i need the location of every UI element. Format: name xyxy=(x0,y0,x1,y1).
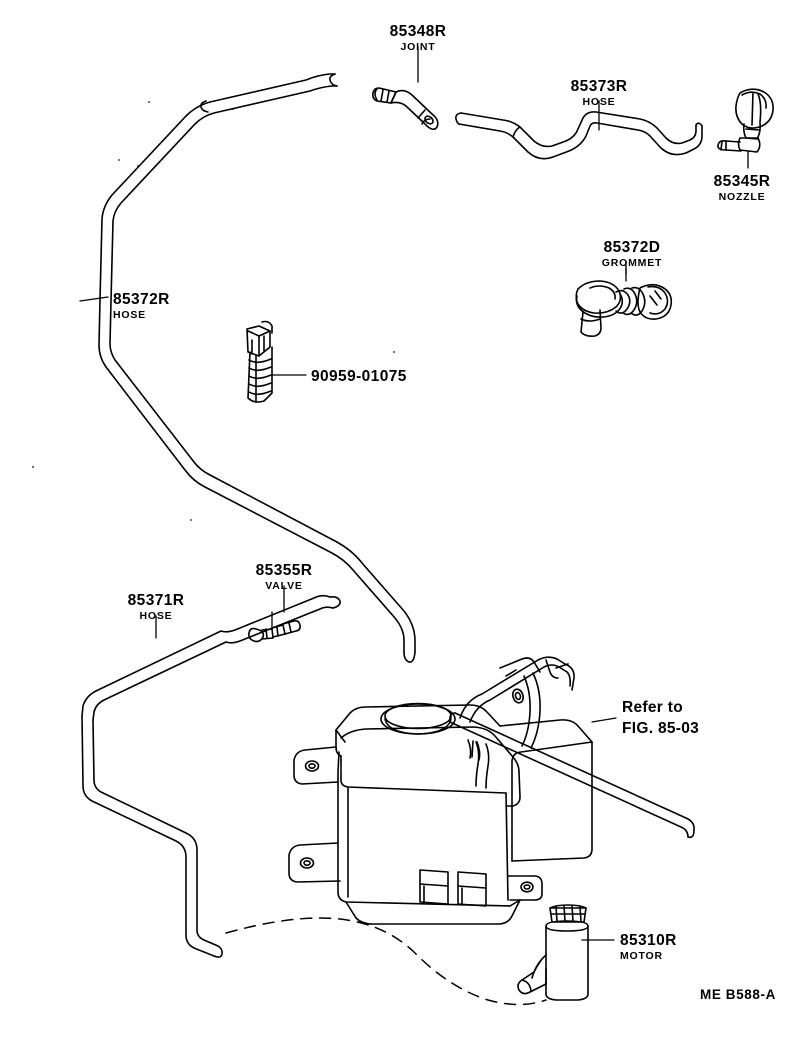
nozzle-shape xyxy=(717,88,774,164)
scan-speck xyxy=(148,101,150,103)
motor-dashed-path xyxy=(225,917,547,1006)
part-name: NOZZLE xyxy=(718,190,766,203)
part-label-85355r: 85355R VALVE xyxy=(256,563,313,591)
scan-speck xyxy=(393,351,395,353)
part-name: JOINT xyxy=(400,40,436,53)
part-label-85373r: 85373R HOSE xyxy=(571,79,628,107)
part-label-90959-01075: 90959-01075 xyxy=(311,369,407,385)
hose-85371r-shape xyxy=(81,594,341,958)
motor-shape xyxy=(517,904,589,1001)
scan-speck xyxy=(232,108,234,110)
part-number: 90959-01075 xyxy=(311,368,407,385)
clip-shape xyxy=(246,320,273,403)
part-label-85310r: 85310R MOTOR xyxy=(620,933,677,961)
scan-speck xyxy=(137,165,139,167)
part-number: 85372D xyxy=(603,239,661,256)
scan-speck xyxy=(190,519,192,521)
tank-outlet-hose-shape xyxy=(449,712,695,839)
hose-85373r-shape xyxy=(455,111,703,160)
leader-lines xyxy=(79,46,749,941)
part-number: 85310R xyxy=(620,932,677,949)
part-name: HOSE xyxy=(139,609,173,622)
part-label-85372d: 85372D GROMMET xyxy=(602,240,662,268)
part-name: HOSE xyxy=(582,95,616,108)
part-label-85345r: 85345R NOZZLE xyxy=(714,174,771,202)
part-number: 85348R xyxy=(389,23,447,40)
part-number: 85371R xyxy=(127,592,185,609)
scan-speck xyxy=(32,466,34,468)
part-name: HOSE xyxy=(113,308,146,321)
part-number: 85373R xyxy=(570,78,628,95)
part-name: MOTOR xyxy=(620,949,663,962)
washer-tank-shape xyxy=(288,656,593,925)
refer-line-1: Refer to xyxy=(622,699,683,716)
grommet-shape xyxy=(575,267,673,337)
part-number: 85345R xyxy=(713,173,771,190)
scan-speck xyxy=(118,159,120,161)
hose-85372r-shape xyxy=(98,73,416,663)
part-name: GROMMET xyxy=(601,256,663,269)
part-name: VALVE xyxy=(265,579,303,592)
part-label-85371r: 85371R HOSE xyxy=(128,593,185,621)
part-label-85372r: 85372R HOSE xyxy=(113,292,170,320)
refer-line-2: FIG. 85-03 xyxy=(622,719,700,737)
part-number: 85355R xyxy=(255,562,313,579)
part-label-85348r: 85348R JOINT xyxy=(390,24,447,52)
refer-to-note: Refer to FIG. 85-03 xyxy=(622,698,699,740)
hose-85372r-break-segment xyxy=(200,100,209,113)
part-number: 85372R xyxy=(113,291,170,308)
diagram-footer-code: ME B588-A xyxy=(700,987,776,1002)
joint-shape xyxy=(372,87,439,131)
